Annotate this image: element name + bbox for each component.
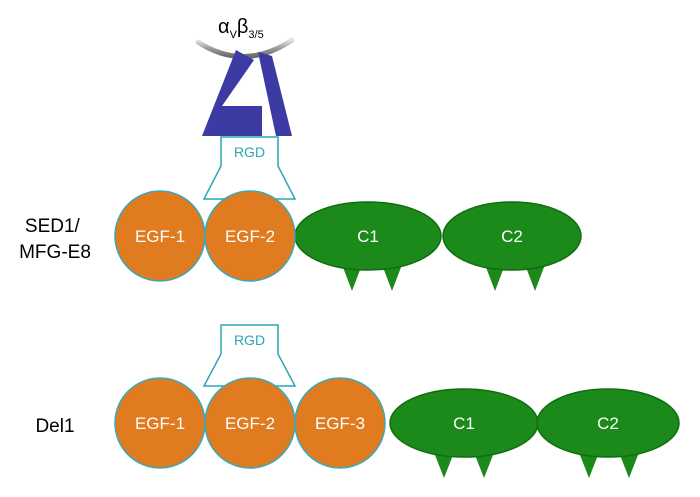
rgd-label: RGD — [234, 332, 265, 348]
c1-label: C1 — [453, 414, 475, 433]
integrin-receptor: αVβ3/5 — [195, 16, 295, 136]
c2-label: C2 — [501, 227, 523, 246]
cell-membrane — [195, 37, 295, 59]
egf-1-domain: EGF-1 — [114, 190, 206, 282]
protein-label: SED1/ MFG-E8 — [19, 216, 91, 263]
egf-1-label: EGF-1 — [135, 414, 185, 433]
egf-3-circle — [294, 377, 386, 469]
egf-2-domain: EGF-2 — [204, 190, 296, 282]
c1-domain: C1 — [294, 201, 442, 291]
egf-2-label: EGF-2 — [225, 227, 275, 246]
egf-3-domain: EGF-3 — [294, 377, 386, 469]
c1-label: C1 — [357, 227, 379, 246]
c2-label: C2 — [597, 414, 619, 433]
integrin-alpha-subunit — [202, 50, 262, 136]
protein-label: Del1 — [35, 416, 74, 437]
rgd-label: RGD — [234, 144, 265, 160]
rgd-box — [202, 324, 297, 387]
egf-3-label: EGF-3 — [315, 414, 365, 433]
c2-domain: C2 — [536, 388, 680, 478]
rgd-motif: RGD — [202, 136, 297, 200]
protein-del1: Del1 RGD C1 C2 EGF-1 EGF-2 EGF-3 — [35, 324, 680, 478]
c2-domain: C2 — [442, 201, 582, 291]
protein-sed1-mfge8: SED1/ MFG-E8 RGD C1 C2 EGF-1 EGF-2 — [19, 136, 582, 291]
integrin-label: αVβ3/5 — [218, 16, 264, 41]
rgd-motif: RGD — [202, 324, 297, 387]
c1-domain: C1 — [389, 388, 539, 478]
c2-ellipse — [442, 201, 582, 271]
rgd-box — [202, 136, 297, 200]
c2-ellipse — [536, 388, 680, 458]
egf-2-circle — [204, 190, 296, 282]
integrin-beta-subunit — [258, 52, 292, 136]
egf-2-domain: EGF-2 — [204, 377, 296, 469]
egf-2-label: EGF-2 — [225, 414, 275, 433]
egf-1-domain: EGF-1 — [114, 377, 206, 469]
egf-1-label: EGF-1 — [135, 227, 185, 246]
